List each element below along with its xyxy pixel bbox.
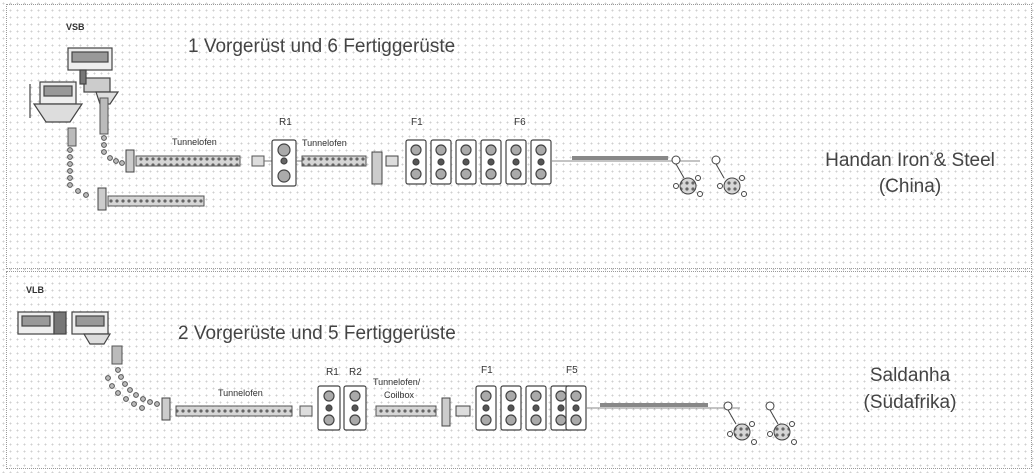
top-stand-f1-label: F1 <box>411 117 423 128</box>
bottom-tunnel-furnace-1 <box>175 405 293 417</box>
top-stand-f6-label: F6 <box>514 117 526 128</box>
top-descaler-2 <box>371 151 399 185</box>
top-stand-r1-label: R1 <box>279 117 292 128</box>
bottom-roughing-stands <box>317 385 367 431</box>
bottom-stand-r1-label: R1 <box>326 367 339 378</box>
bottom-ladle-turret <box>17 311 112 345</box>
bottom-cooling-section <box>586 403 740 409</box>
bottom-coilers <box>723 401 797 445</box>
top-plant-name: Handan Iron*& Steel <box>825 150 995 171</box>
bottom-plant-country: (Südafrika) <box>863 392 957 413</box>
bottom-stand-f1-label: F1 <box>481 365 493 376</box>
top-roughing-stand-r1 <box>271 139 297 187</box>
bottom-plant-name: Saldanha <box>869 365 951 386</box>
top-finishing-stands <box>405 139 552 185</box>
bottom-stand-f5-label: F5 <box>566 365 578 376</box>
bottom-casting-strand <box>105 345 160 411</box>
top-tunnel-furnace-1 <box>107 155 241 207</box>
bottom-furnace-2-label-line2: Coilbox <box>384 390 415 400</box>
top-shears <box>97 149 135 211</box>
top-furnace-2-label: Tunnelofen <box>302 138 347 148</box>
top-panel-border <box>6 4 1032 269</box>
bottom-finishing-stands <box>475 385 587 431</box>
top-ladle-label: VSB <box>66 22 85 32</box>
bottom-tunnel-furnace-coilbox <box>375 405 437 417</box>
bottom-stand-r2-label: R2 <box>349 367 362 378</box>
top-descaler <box>251 155 265 167</box>
bottom-furnace-2-label-line1: Tunnelofen/ <box>373 377 421 387</box>
bottom-descaler <box>299 405 313 417</box>
top-tunnel-furnace-2 <box>301 155 367 167</box>
top-plant-country: (China) <box>878 176 942 197</box>
top-casting-strand <box>67 97 125 198</box>
bottom-descaler-2 <box>441 397 471 427</box>
bottom-ladle-label: VLB <box>26 285 44 295</box>
top-title: 1 Vorgerüst und 6 Fertiggerüste <box>188 36 456 57</box>
bottom-furnace-1-label: Tunnelofen <box>218 388 263 398</box>
top-furnace-1-label: Tunnelofen <box>172 137 217 147</box>
top-coilers <box>671 155 747 197</box>
bottom-panel-border <box>6 271 1032 469</box>
bottom-shear <box>161 397 171 421</box>
bottom-title: 2 Vorgerüste und 5 Fertiggerüste <box>178 323 456 344</box>
